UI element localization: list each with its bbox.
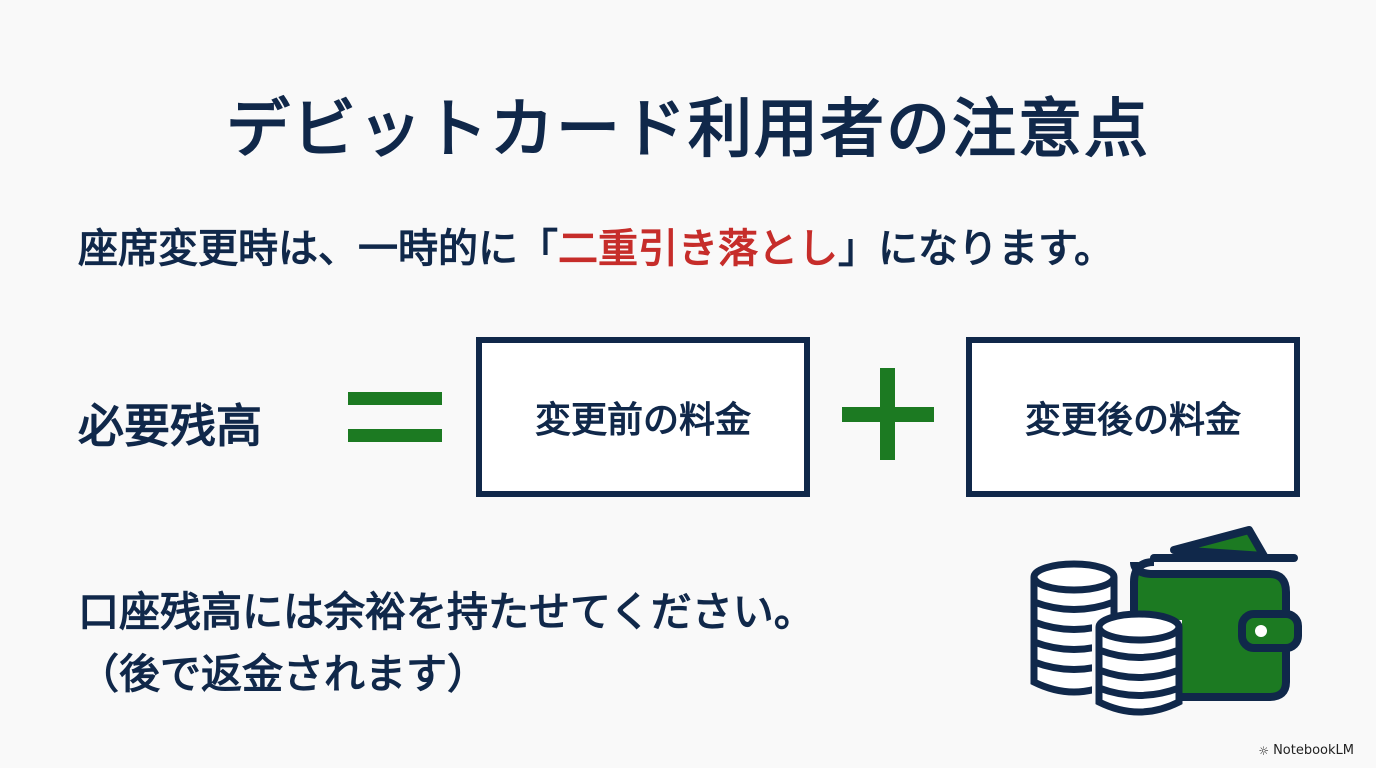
notice-before: 座席変更時は、一時的に「 (78, 226, 558, 272)
plus-sign-vertical (880, 368, 895, 460)
advice-line-2: （後で返金されます） (78, 650, 488, 698)
coin-stacks-icon (1030, 560, 1183, 720)
wallet-coins-icon (1030, 526, 1302, 720)
slide-title: デビットカード利用者の注意点 (226, 93, 1150, 167)
after-change-fee-box: 変更後の料金 (966, 337, 1300, 497)
before-change-fee-box: 変更前の料金 (476, 337, 810, 497)
notice-text: 座席変更時は、一時的に「二重引き落とし」になります。 (78, 216, 1114, 274)
watermark: ☼ NotebookLM (1258, 743, 1354, 758)
notice-highlight: 二重引き落とし (558, 226, 838, 272)
watermark-text: NotebookLM (1273, 743, 1354, 758)
equals-sign-bottom (348, 429, 442, 442)
before-change-fee-label: 変更前の料金 (534, 400, 751, 441)
advice-line-1: 口座残高には余裕を持たせてください。 (78, 588, 815, 636)
required-balance-label: 必要残高 (78, 399, 262, 453)
equals-sign-top (348, 392, 442, 405)
after-change-fee-label: 変更後の料金 (1024, 400, 1241, 441)
notice-after: 」になります。 (838, 226, 1114, 272)
notebooklm-logo-icon: ☼ (1258, 743, 1270, 758)
